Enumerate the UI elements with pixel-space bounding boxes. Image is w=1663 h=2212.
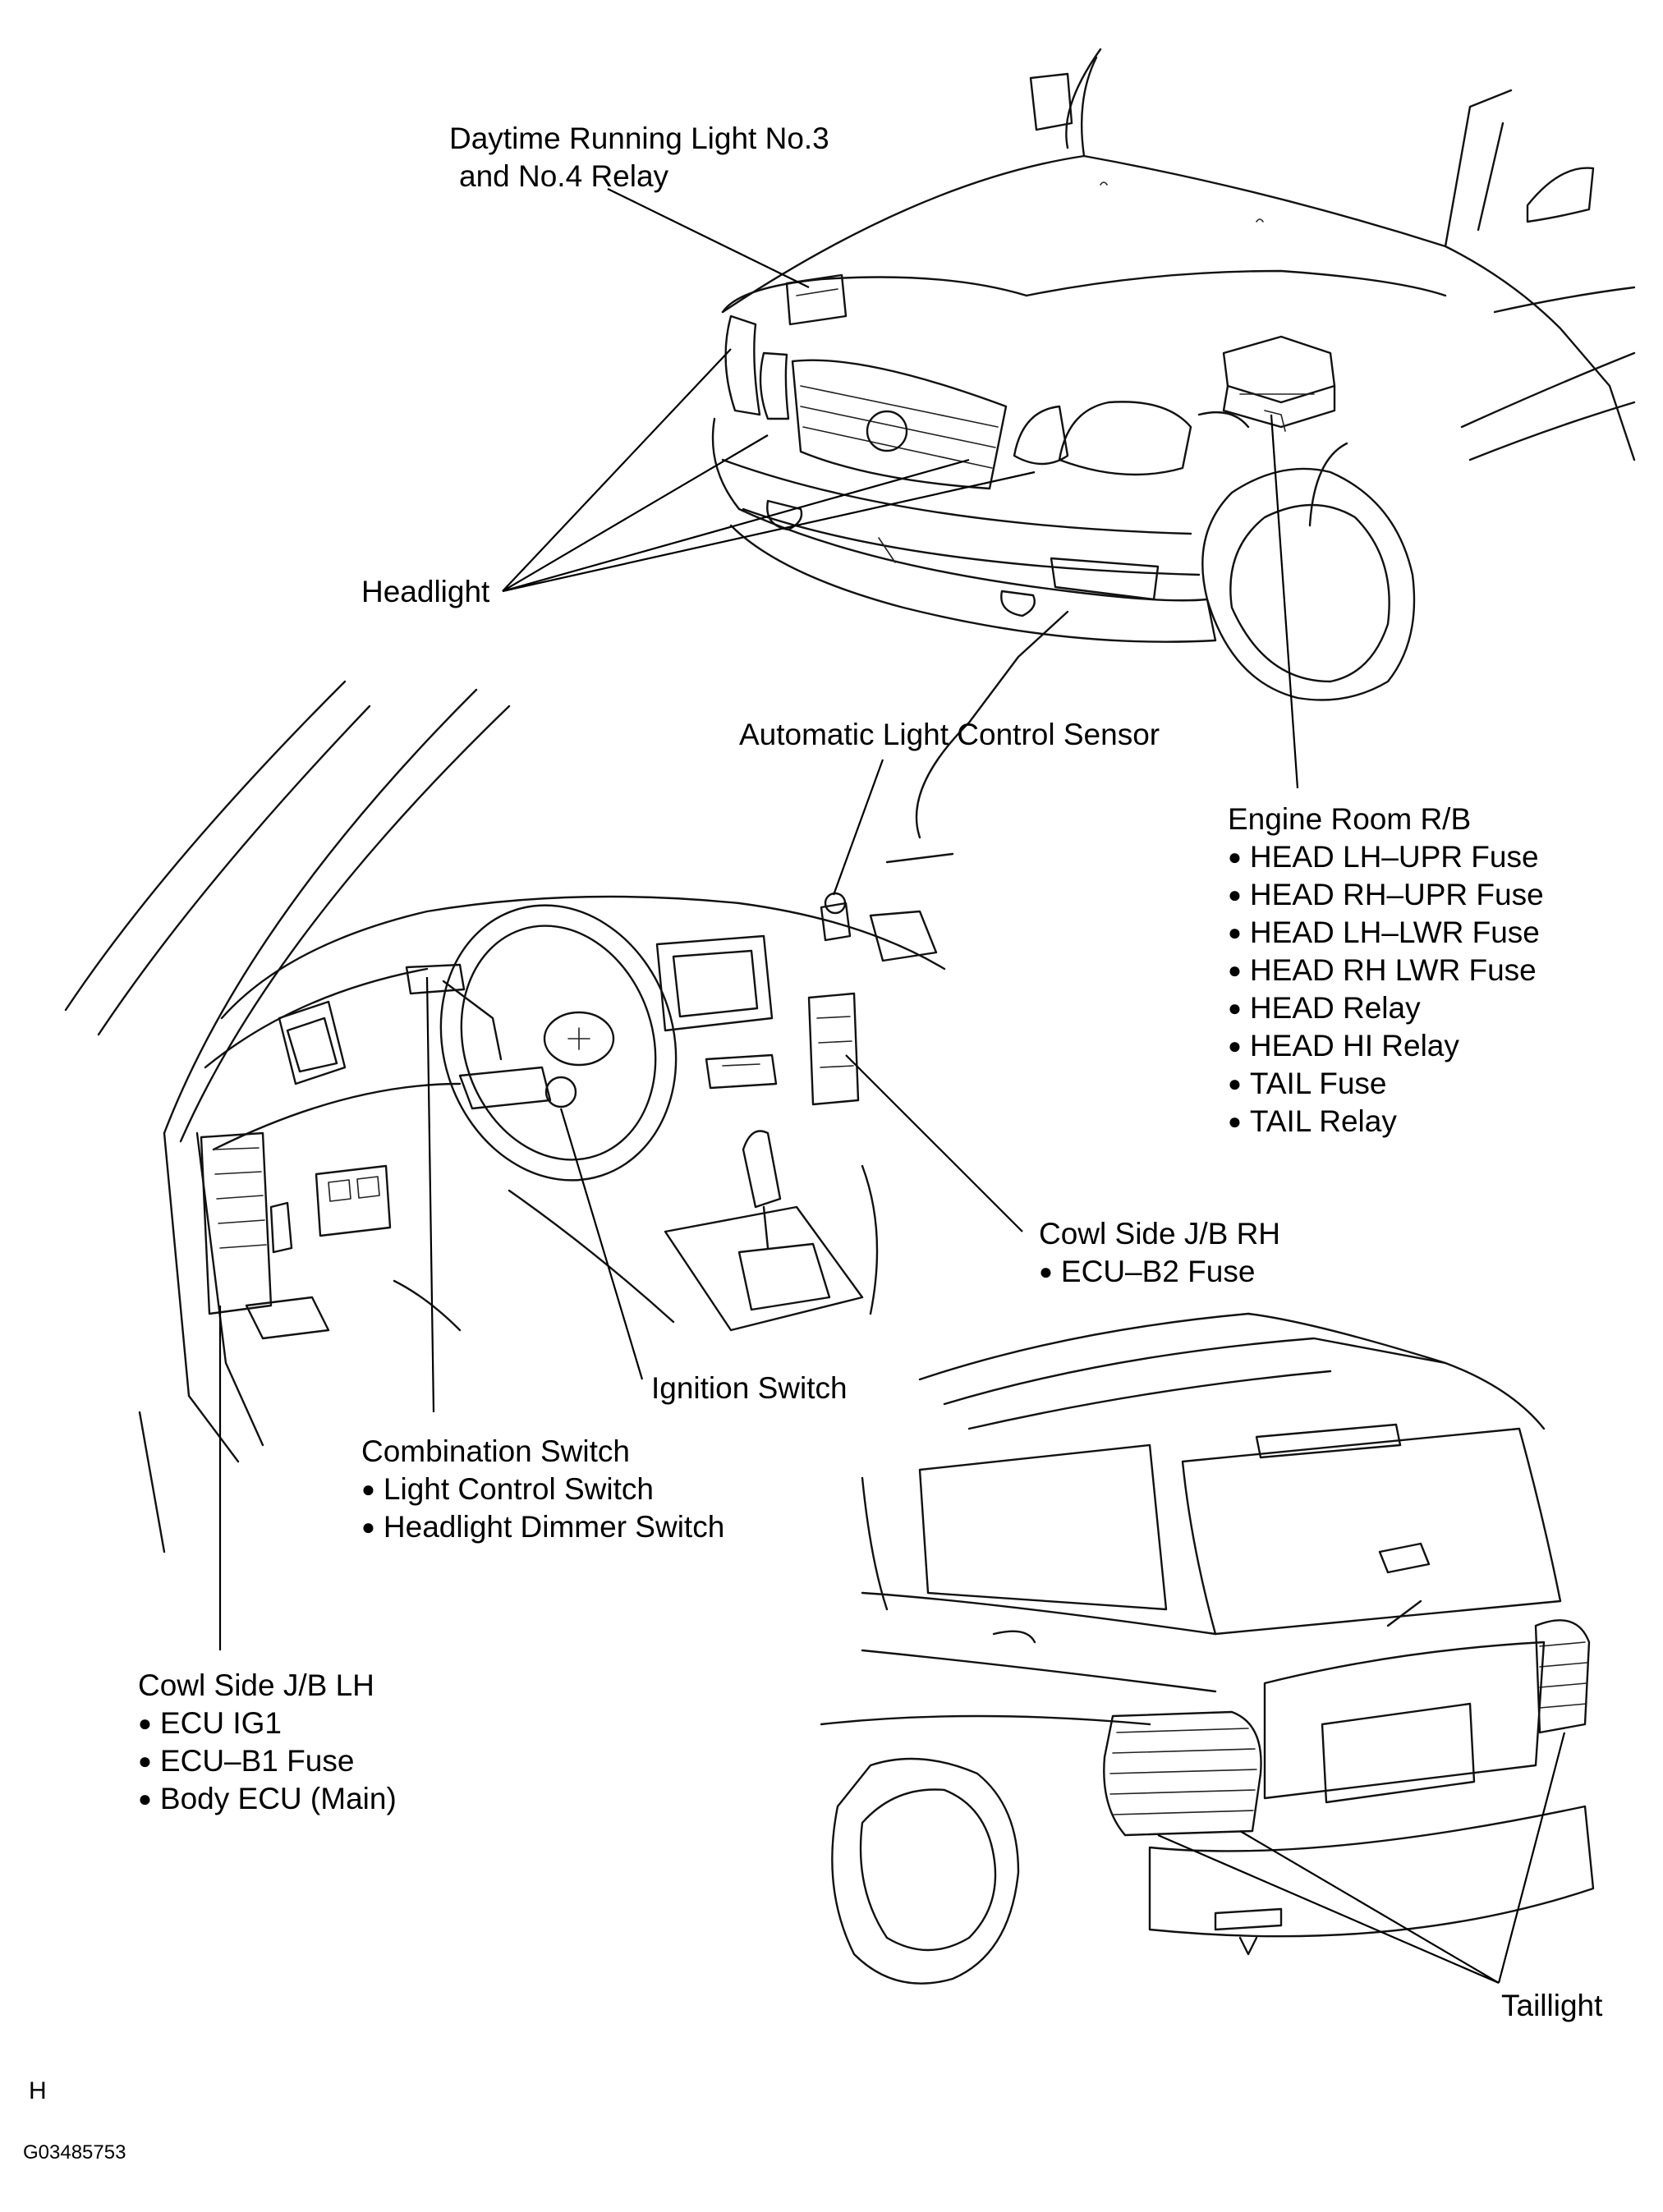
taillight-text: Taillight xyxy=(1501,1989,1603,2022)
cowl-rh-label: Cowl Side J/B RH ECU–B2 Fuse xyxy=(1039,1215,1280,1291)
list-item: Body ECU (Main) xyxy=(138,1780,397,1818)
headlight-label: Headlight xyxy=(361,573,489,611)
cowl-rh-title: Cowl Side J/B RH xyxy=(1039,1217,1281,1251)
headlight-text: Headlight xyxy=(361,575,490,608)
auto-sensor-label: Automatic Light Control Sensor xyxy=(739,716,1160,754)
front-vehicle-illustration xyxy=(711,48,1636,701)
list-item: TAIL Fuse xyxy=(1228,1065,1544,1103)
engine-room-rb-list: HEAD LH–UPR Fuse HEAD RH–UPR Fuse HEAD L… xyxy=(1228,838,1544,1140)
drl-relay-label: Daytime Running Light No.3 and No.4 Rela… xyxy=(449,120,829,195)
combination-switch-label: Combination Switch Light Control Switch … xyxy=(361,1433,724,1546)
drl-relay-line2: and No.4 Relay xyxy=(459,159,669,193)
cowl-lh-label: Cowl Side J/B LH ECU IG1 ECU–B1 Fuse Bod… xyxy=(138,1667,397,1818)
cowl-lh-title: Cowl Side J/B LH xyxy=(138,1668,374,1702)
list-item: HEAD RH–UPR Fuse xyxy=(1228,876,1544,914)
combination-switch-list: Light Control Switch Headlight Dimmer Sw… xyxy=(361,1471,724,1546)
auto-sensor-text: Automatic Light Control Sensor xyxy=(739,718,1160,751)
leader-lines xyxy=(218,188,1566,1985)
drl-relay-line1: Daytime Running Light No.3 xyxy=(449,122,829,155)
list-item: HEAD RH LWR Fuse xyxy=(1228,952,1544,989)
list-item: HEAD LH–LWR Fuse xyxy=(1228,914,1544,952)
list-item: TAIL Relay xyxy=(1228,1103,1544,1140)
list-item: HEAD Relay xyxy=(1228,989,1544,1027)
ignition-switch-label: Ignition Switch xyxy=(651,1370,848,1407)
rear-vehicle-illustration xyxy=(820,1312,1595,1985)
cowl-lh-list: ECU IG1 ECU–B1 Fuse Body ECU (Main) xyxy=(138,1705,397,1818)
list-item: ECU IG1 xyxy=(138,1705,397,1742)
figure-code: G03485753 xyxy=(23,2141,126,2164)
list-item: Light Control Switch xyxy=(361,1471,724,1508)
combination-switch-title: Combination Switch xyxy=(361,1434,630,1468)
engine-room-rb-label: Engine Room R/B HEAD LH–UPR Fuse HEAD RH… xyxy=(1228,801,1544,1140)
list-item: HEAD LH–UPR Fuse xyxy=(1228,838,1544,876)
list-item: Headlight Dimmer Switch xyxy=(361,1508,724,1546)
dashboard-illustration xyxy=(64,610,1069,1553)
taillight-label: Taillight xyxy=(1501,1987,1602,2025)
list-item: ECU–B1 Fuse xyxy=(138,1742,397,1780)
section-letter: H xyxy=(29,2077,47,2104)
engine-room-rb-title: Engine Room R/B xyxy=(1228,802,1472,836)
list-item: HEAD HI Relay xyxy=(1228,1027,1544,1065)
ignition-switch-text: Ignition Switch xyxy=(651,1371,848,1405)
cowl-rh-list: ECU–B2 Fuse xyxy=(1039,1253,1280,1291)
list-item: ECU–B2 Fuse xyxy=(1039,1253,1280,1291)
